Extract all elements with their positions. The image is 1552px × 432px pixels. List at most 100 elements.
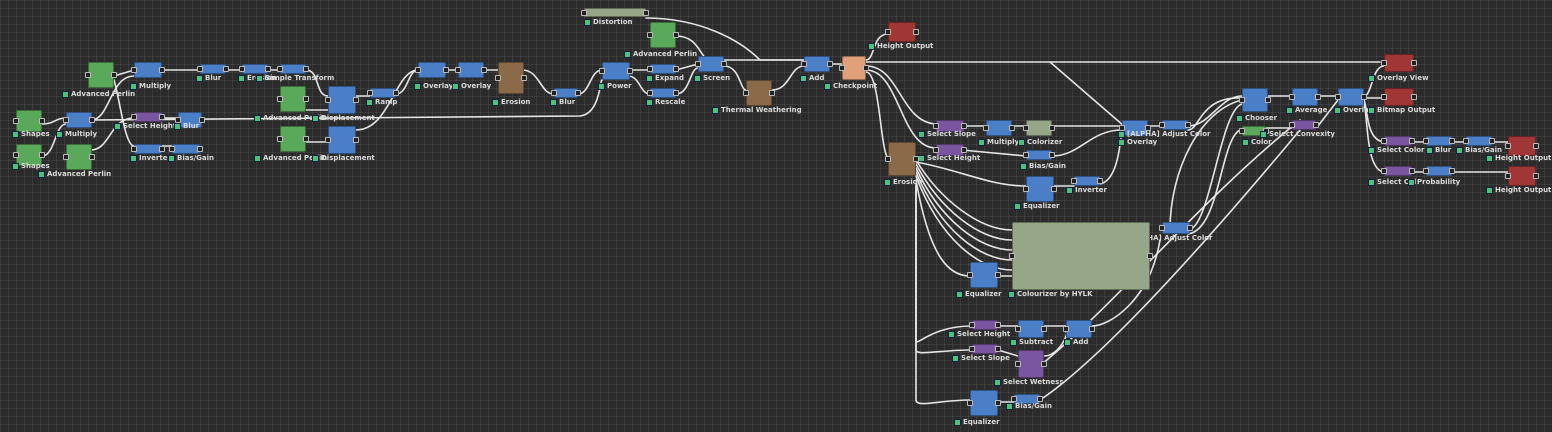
node-input-pin[interactable] — [495, 75, 501, 81]
node-output-pin[interactable] — [1041, 361, 1047, 367]
node-input-pin[interactable] — [277, 136, 283, 142]
node-power[interactable] — [599, 62, 633, 80]
node-output-pin[interactable] — [863, 65, 869, 71]
node-output-pin[interactable] — [303, 136, 309, 142]
node-input-pin[interactable] — [647, 90, 653, 96]
node-input-pin[interactable] — [63, 154, 69, 160]
node-input-pin[interactable] — [1063, 326, 1069, 332]
node-output-pin[interactable] — [995, 272, 1001, 278]
node-input-pin[interactable] — [415, 67, 421, 73]
node-bias-gain-1[interactable] — [169, 144, 203, 154]
node-input-pin[interactable] — [1015, 361, 1021, 367]
node-output-pin[interactable] — [223, 66, 229, 72]
node-inverter-1[interactable] — [131, 144, 165, 154]
node-output-pin[interactable] — [39, 118, 45, 124]
node-erosion-1[interactable] — [495, 62, 527, 94]
node-output-pin[interactable] — [303, 96, 309, 102]
node-displacement-2[interactable] — [325, 126, 359, 154]
node-output-pin[interactable] — [1187, 225, 1193, 231]
node-colorizer[interactable] — [1023, 120, 1055, 136]
node-output-pin[interactable] — [159, 67, 165, 73]
node-select-wetness[interactable] — [1015, 350, 1047, 378]
node-blur-2[interactable] — [551, 88, 581, 98]
node-output-pin[interactable] — [673, 90, 679, 96]
node-overlay-3[interactable] — [1335, 88, 1367, 106]
node-equalizer-3[interactable] — [967, 390, 1001, 416]
node-input-pin[interactable] — [239, 66, 245, 72]
node-output-pin[interactable] — [393, 90, 399, 96]
node-shapes-2[interactable] — [13, 144, 45, 166]
node-adv-perlin-2[interactable] — [277, 86, 309, 112]
node-input-pin[interactable] — [933, 123, 939, 129]
node-output-pin[interactable] — [1051, 186, 1057, 192]
node-output-pin[interactable] — [1449, 138, 1455, 144]
node-height-output-1[interactable] — [885, 22, 919, 42]
node-output-pin[interactable] — [1089, 326, 1095, 332]
node-input-pin[interactable] — [1239, 97, 1245, 103]
node-input-pin[interactable] — [13, 152, 19, 158]
node-input-pin[interactable] — [581, 9, 587, 16]
node-input-pin[interactable] — [1381, 94, 1387, 100]
node-input-pin[interactable] — [647, 32, 653, 38]
node-simple-transform[interactable] — [277, 64, 309, 74]
node-input-pin[interactable] — [695, 61, 701, 67]
node-output-pin[interactable] — [1097, 178, 1103, 184]
node-adv-perlin-4[interactable] — [277, 126, 309, 152]
node-output-pin[interactable] — [1361, 94, 1367, 100]
node-output-pin[interactable] — [1147, 253, 1153, 259]
node-checkpoint[interactable] — [839, 56, 869, 80]
node-output-pin[interactable] — [1313, 122, 1319, 128]
node-output-pin[interactable] — [961, 123, 967, 129]
node-input-pin[interactable] — [1011, 396, 1017, 402]
node-bias-gain-3[interactable] — [1463, 136, 1495, 146]
node-input-pin[interactable] — [1505, 173, 1511, 179]
node-output-pin[interactable] — [353, 137, 359, 143]
node-input-pin[interactable] — [1159, 225, 1165, 231]
node-input-pin[interactable] — [131, 146, 137, 152]
node-output-pin[interactable] — [89, 117, 95, 123]
node-adv-perlin-1[interactable] — [85, 62, 117, 88]
node-output-pin[interactable] — [721, 61, 727, 67]
node-input-pin[interactable] — [455, 67, 461, 73]
node-output-pin[interactable] — [265, 66, 271, 72]
node-output-pin[interactable] — [913, 29, 919, 35]
node-blur-3[interactable] — [175, 112, 205, 128]
node-input-pin[interactable] — [1289, 122, 1295, 128]
node-input-pin[interactable] — [885, 156, 891, 162]
node-output-pin[interactable] — [1449, 168, 1455, 174]
node-input-pin[interactable] — [325, 97, 331, 103]
node-output-pin[interactable] — [443, 67, 449, 73]
node-input-pin[interactable] — [1023, 125, 1029, 131]
node-multiply-3[interactable] — [983, 120, 1015, 136]
node-output-pin[interactable] — [159, 146, 165, 152]
node-input-pin[interactable] — [647, 66, 653, 72]
node-output-pin[interactable] — [1315, 94, 1321, 100]
node-input-pin[interactable] — [743, 90, 749, 96]
node-output-pin[interactable] — [39, 152, 45, 158]
node-input-pin[interactable] — [839, 65, 845, 71]
node-input-pin[interactable] — [85, 72, 91, 78]
node-inverter-2[interactable] — [1071, 176, 1103, 186]
node-input-pin[interactable] — [1023, 152, 1029, 158]
node-input-pin[interactable] — [801, 61, 807, 67]
node-input-pin[interactable] — [63, 117, 69, 123]
node-output-pin[interactable] — [111, 72, 117, 78]
node-input-pin[interactable] — [1423, 138, 1429, 144]
node-shapes-1[interactable] — [13, 110, 45, 132]
node-colourizer-hylk[interactable] — [1009, 222, 1153, 290]
node-alpha-adjust-2[interactable] — [1159, 222, 1193, 234]
node-select-color-2[interactable] — [1381, 166, 1415, 176]
node-output-pin[interactable] — [481, 67, 487, 73]
node-input-pin[interactable] — [1239, 128, 1245, 134]
node-overlay-view[interactable] — [1381, 54, 1417, 72]
node-displacement-1[interactable] — [325, 86, 359, 114]
node-adv-perlin-top[interactable] — [647, 22, 679, 48]
node-ramp[interactable] — [367, 88, 399, 98]
node-overlay-2[interactable] — [455, 62, 487, 78]
node-output-pin[interactable] — [89, 154, 95, 160]
node-erosion-2[interactable] — [885, 142, 919, 176]
node-bias-gain-4[interactable] — [1011, 394, 1043, 404]
node-input-pin[interactable] — [885, 29, 891, 35]
node-alpha-adjust-1[interactable] — [1119, 120, 1151, 136]
